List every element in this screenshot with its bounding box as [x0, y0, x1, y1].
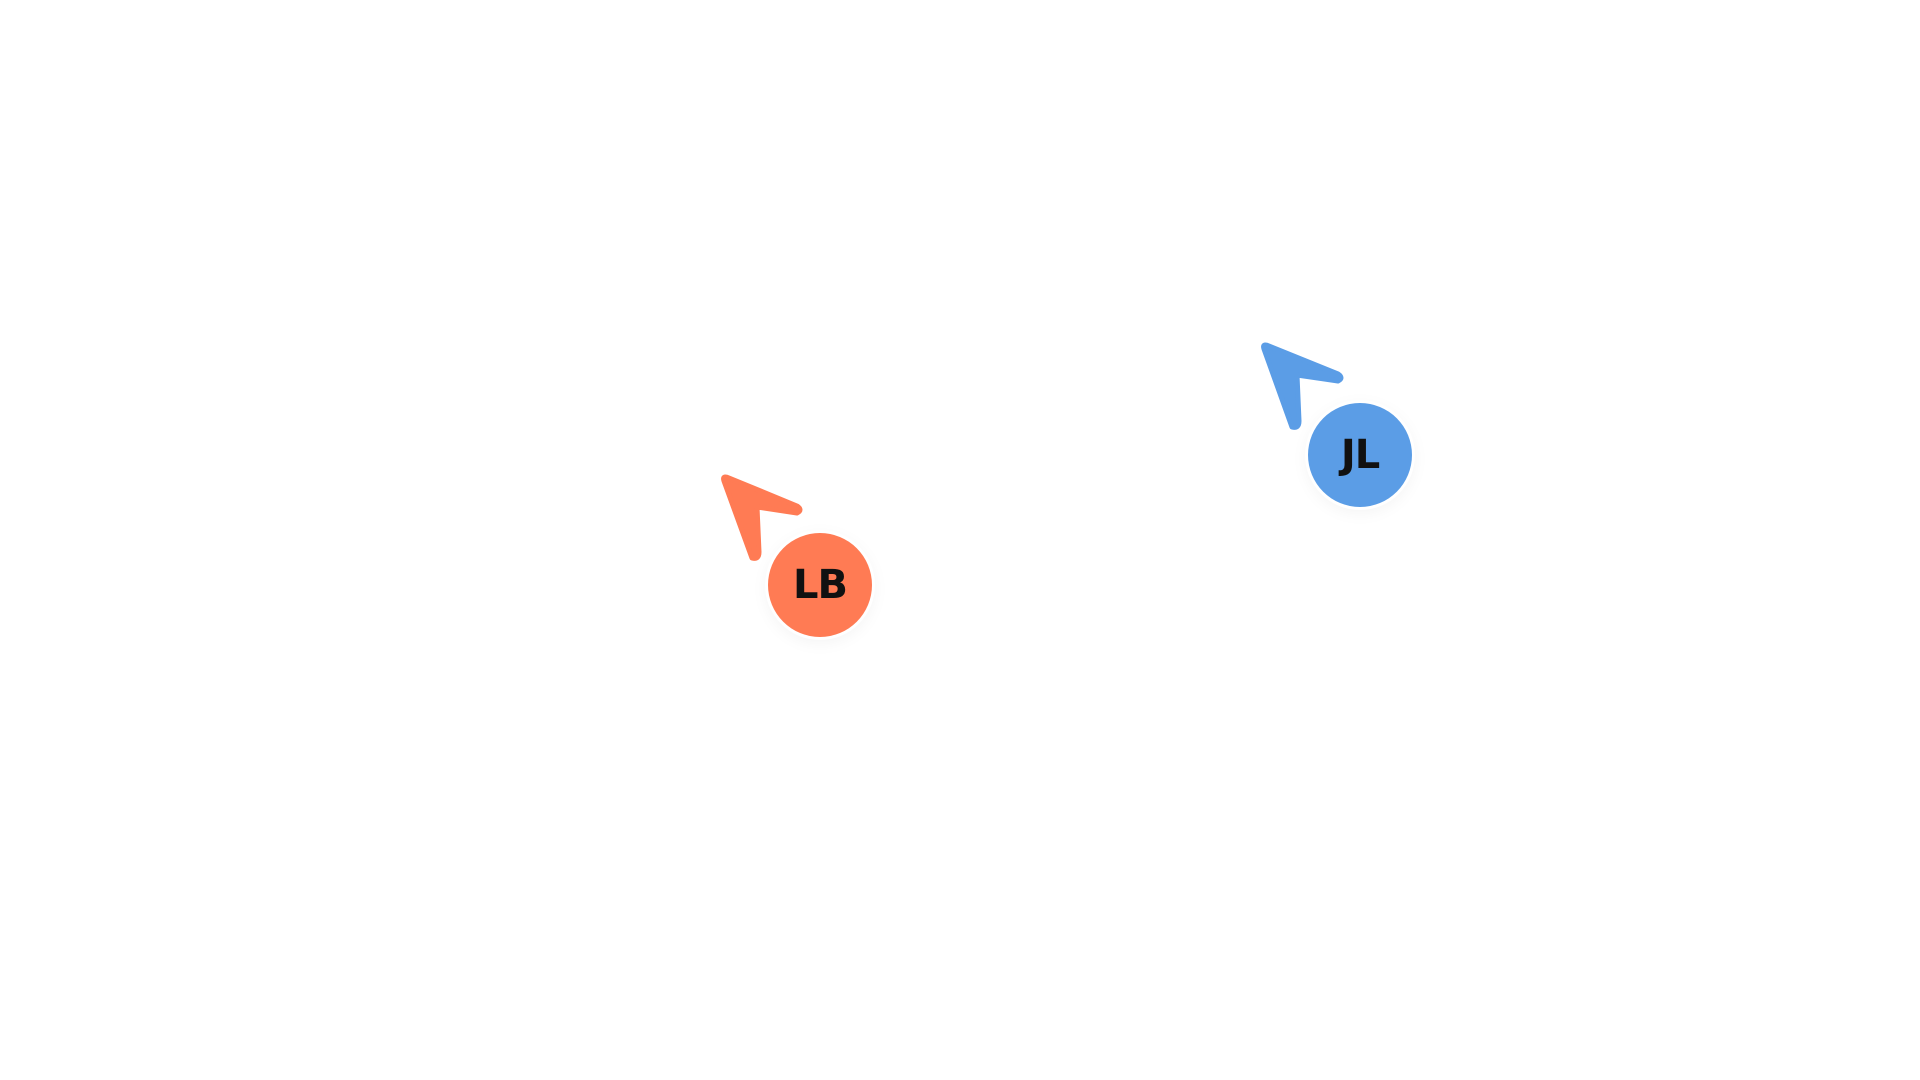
avatar-initials: JL — [1340, 432, 1380, 478]
avatar-lb[interactable]: LB — [768, 533, 872, 637]
avatar-initials: LB — [793, 562, 848, 608]
avatar-jl[interactable]: JL — [1308, 403, 1412, 507]
